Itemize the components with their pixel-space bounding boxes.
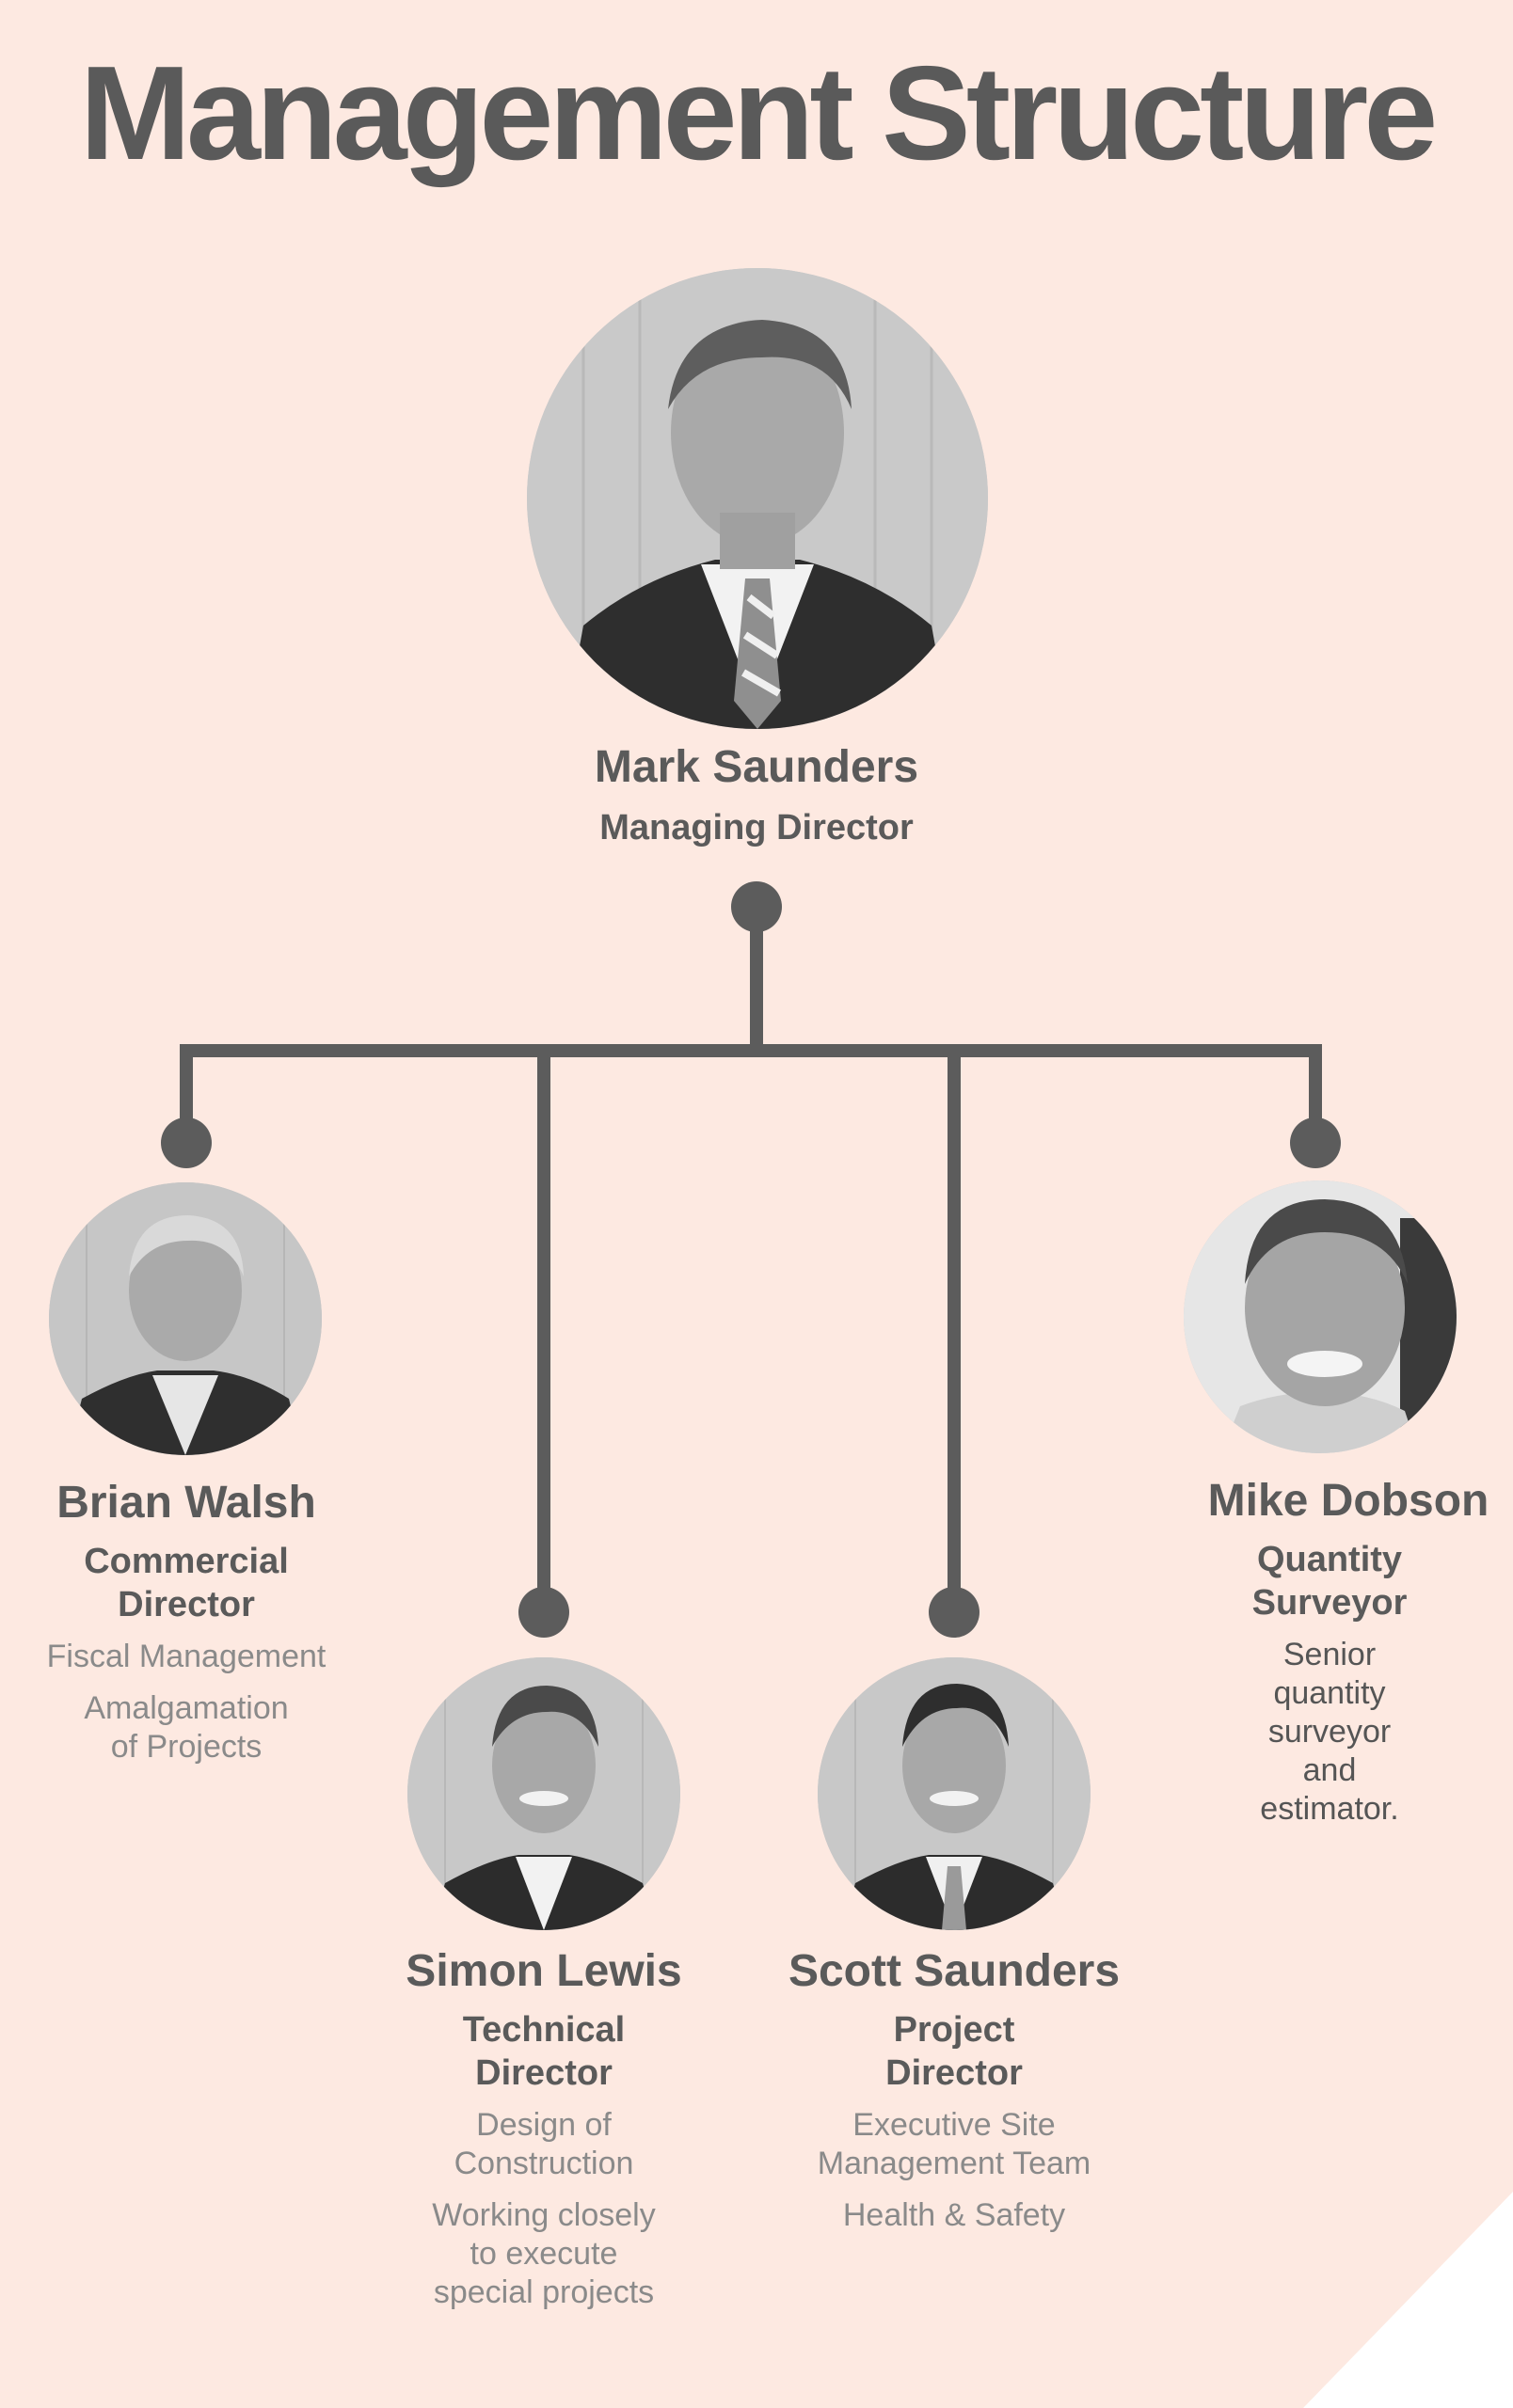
- description-line: and: [1302, 1751, 1357, 1788]
- description-line: Management Team: [817, 2145, 1091, 2181]
- person-role: Project Director: [766, 2008, 1142, 2095]
- description-line: Executive Site: [852, 2106, 1056, 2143]
- person-mark-saunders: Mark Saunders Managing Director: [474, 742, 1039, 849]
- person-brian-walsh: Brian Walsh Commercial Director Fiscal M…: [17, 1478, 356, 1766]
- description-line: estimator.: [1260, 1790, 1399, 1827]
- person-role: Commercial Director: [17, 1540, 356, 1626]
- description-line: Working closely: [432, 2196, 656, 2233]
- person-description: Design of Construction: [365, 2106, 723, 2183]
- role-line: Director: [475, 2052, 613, 2093]
- person-description: Executive Site Management Team: [766, 2106, 1142, 2183]
- person-mike-dobson: Mike Dobson Quantity Surveyor Senior qua…: [1165, 1476, 1494, 1829]
- person-name: Scott Saunders: [788, 1946, 1121, 1996]
- description-line: Construction: [454, 2145, 634, 2181]
- description-line: surveyor: [1267, 1713, 1392, 1750]
- person-description: Working closely to execute special proje…: [365, 2196, 723, 2312]
- description-line: to execute: [470, 2235, 618, 2272]
- person-name: Simon Lewis: [406, 1946, 682, 1996]
- avatar-mark-saunders: [527, 268, 988, 729]
- description-line: quantity: [1273, 1674, 1386, 1711]
- connector-node-scott: [929, 1587, 979, 1638]
- person-description: Senior quantity surveyor and estimator.: [1165, 1636, 1494, 1829]
- person-description: Health & Safety: [766, 2196, 1142, 2235]
- role-line: Director: [118, 1584, 255, 1624]
- description-line: Senior: [1282, 1636, 1377, 1672]
- person-role: Managing Director: [599, 807, 914, 848]
- person-name: Brian Walsh: [56, 1478, 316, 1528]
- description-line: Amalgamation: [84, 1689, 289, 1726]
- avatar-scott-saunders: [818, 1657, 1091, 1930]
- avatar-simon-lewis: [407, 1657, 680, 1930]
- person-name: Mike Dobson: [1207, 1476, 1489, 1526]
- avatar-brian-walsh: [49, 1182, 322, 1455]
- person-scott-saunders: Scott Saunders Project Director Executiv…: [766, 1946, 1142, 2235]
- role-line: Director: [885, 2052, 1023, 2093]
- person-description: Fiscal Management: [17, 1638, 356, 1676]
- description-line: Design of: [476, 2106, 612, 2143]
- connector-node-top: [731, 881, 782, 932]
- description-line: Health & Safety: [842, 2196, 1066, 2233]
- description-line: of Projects: [110, 1728, 263, 1765]
- person-description: Amalgamation of Projects: [17, 1689, 356, 1766]
- connector-node-brian: [161, 1117, 212, 1168]
- person-role: Quantity Surveyor: [1165, 1538, 1494, 1624]
- role-line: Commercial: [84, 1541, 289, 1581]
- person-role: Technical Director: [365, 2008, 723, 2095]
- role-line: Technical: [462, 2009, 626, 2050]
- connector-node-simon: [518, 1587, 569, 1638]
- description-line: special projects: [433, 2273, 655, 2310]
- avatar-mike-dobson: [1184, 1180, 1457, 1453]
- person-simon-lewis: Simon Lewis Technical Director Design of…: [365, 1946, 723, 2312]
- page-title: Management Structure: [79, 39, 1439, 188]
- description-line: Fiscal Management: [46, 1638, 326, 1674]
- role-line: Surveyor: [1251, 1582, 1408, 1623]
- person-name: Mark Saunders: [594, 742, 919, 792]
- connector-node-mike: [1290, 1117, 1341, 1168]
- role-line: Quantity: [1256, 1539, 1403, 1579]
- role-line: Project: [893, 2009, 1015, 2050]
